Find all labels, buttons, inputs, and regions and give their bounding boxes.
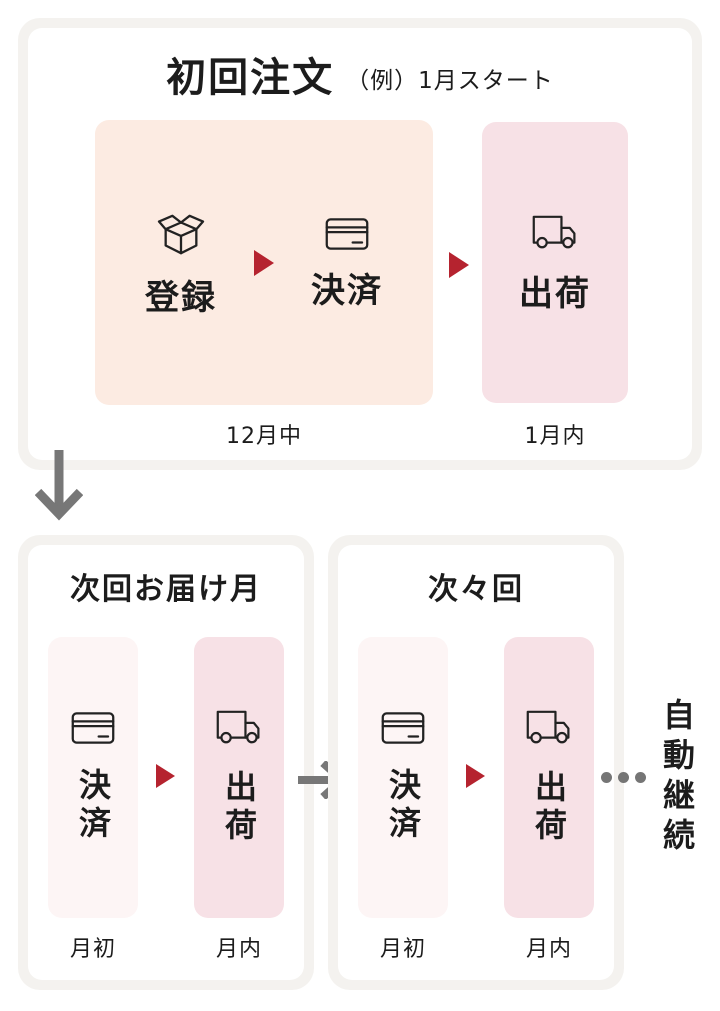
ellipsis-dot-icon: [601, 772, 612, 783]
next-month-payment-period: 月初: [69, 937, 116, 962]
ellipsis-dot-icon: [635, 772, 646, 783]
credit-card-icon: [381, 711, 425, 744]
after-next-shipping-label: 出荷: [530, 770, 568, 846]
after-next-title: 次々回: [428, 572, 524, 607]
register-step-label: 登録: [145, 277, 217, 318]
first-order-title-row: 初回注文 （例）1月スタート: [18, 58, 702, 98]
truck-icon: [215, 709, 263, 746]
payment-step-label: 決済: [311, 270, 383, 311]
truck-icon: [531, 214, 579, 251]
ellipsis-dot-icon: [618, 772, 629, 783]
next-month-card: 次回お届け月 決済 出荷: [18, 535, 314, 990]
shipping-period-label: 1月内: [524, 424, 586, 449]
next-month-title: 次回お届け月: [70, 572, 262, 607]
next-month-payment-label: 決済: [74, 767, 112, 844]
next-month-shipping-period: 月内: [215, 937, 262, 962]
auto-continue-label: 自動継続: [658, 698, 696, 858]
red-arrow-icon: [449, 252, 469, 278]
red-arrow-icon: [156, 764, 175, 788]
credit-card-icon: [325, 217, 369, 250]
red-arrow-icon: [466, 764, 485, 788]
next-month-shipping-label: 出荷: [220, 770, 258, 846]
first-order-card: 初回注文 （例）1月スタート 登録: [18, 18, 702, 470]
after-next-payment-step: 決済: [358, 637, 448, 918]
truck-icon: [525, 709, 573, 746]
after-next-payment-period: 月初: [379, 937, 426, 962]
after-next-card: 次々回 決済 出荷: [328, 535, 624, 990]
shipping-step-label: 出荷: [519, 274, 591, 314]
after-next-payment-label: 決済: [384, 767, 422, 844]
open-box-icon: [155, 211, 207, 257]
payment-step: 決済: [288, 217, 406, 311]
first-order-title-note: （例）1月スタート: [346, 68, 554, 94]
after-next-shipping-period: 月内: [525, 937, 572, 962]
first-order-title: 初回注文: [166, 55, 335, 101]
next-month-shipping-step: 出荷: [194, 637, 284, 918]
after-next-shipping-step: 出荷: [504, 637, 594, 918]
down-arrow-icon: [35, 450, 83, 521]
next-month-payment-step: 決済: [48, 637, 138, 918]
shipping-box: 出荷: [482, 122, 628, 403]
red-arrow-icon: [254, 249, 274, 276]
registration-period-label: 12月中: [226, 424, 302, 449]
credit-card-icon: [71, 711, 115, 744]
register-step: 登録: [122, 211, 240, 315]
registration-payment-box: 登録 決済: [95, 120, 433, 405]
